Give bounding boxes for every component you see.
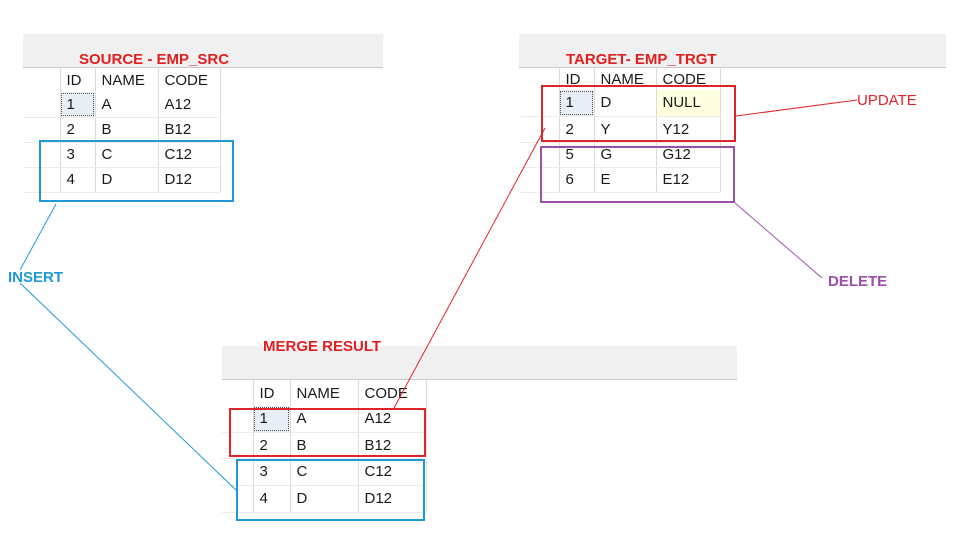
row-header-corner [222,380,254,406]
row-header[interactable] [519,167,560,193]
source-header-bar [23,34,383,68]
cell-name[interactable]: A [95,92,159,118]
table-row[interactable]: 1 D NULL [519,90,721,117]
cell-id[interactable]: 4 [60,167,96,193]
cell-name[interactable]: E [594,167,657,193]
column-header-code[interactable]: CODE [656,68,721,90]
table-row[interactable]: 3 C C12 [222,458,427,486]
cell-id[interactable]: 1 [253,406,291,433]
column-header-code[interactable]: CODE [158,68,221,92]
table-row[interactable]: 6 E E12 [519,167,721,193]
table-row[interactable]: 4 D D12 [23,167,221,193]
table-row[interactable]: 4 D D12 [222,485,427,513]
cell-id[interactable]: 3 [253,458,291,486]
delete-connector [734,202,823,279]
column-header-id[interactable]: ID [559,68,595,90]
cell-code[interactable]: B12 [158,117,221,143]
insert-connector-lower [19,282,237,491]
table-row[interactable]: 2 Y Y12 [519,116,721,143]
column-header-name[interactable]: NAME [95,68,159,92]
cell-name[interactable]: D [594,90,657,117]
cell-name[interactable]: D [95,167,159,193]
cell-code[interactable]: A12 [158,92,221,118]
update-connector-result [393,127,546,409]
result-grid: ID NAME CODE 1 A A12 2 B B12 3 C C12 4 D… [222,380,427,513]
column-header-code[interactable]: CODE [358,380,427,406]
source-grid: ID NAME CODE 1 A A12 2 B B12 3 C C12 4 D… [23,68,221,193]
cell-name[interactable]: A [290,406,359,433]
cell-code[interactable]: B12 [358,432,427,459]
cell-id[interactable]: 2 [253,432,291,459]
cell-name[interactable]: D [290,485,359,513]
row-header[interactable] [519,90,560,117]
cell-name[interactable]: C [95,142,159,168]
target-header-bar [519,34,946,68]
delete-highlight-box-target [540,146,735,203]
update-highlight-box-target [541,85,736,142]
cell-code[interactable]: A12 [358,406,427,433]
table-row[interactable]: 2 B B12 [222,432,427,459]
insert-label: INSERT [8,269,64,286]
result-title: MERGE RESULT [263,338,382,355]
cell-code[interactable]: E12 [656,167,721,193]
cell-id[interactable]: 6 [559,167,595,193]
row-header[interactable] [23,142,61,168]
insert-highlight-box-source [39,140,234,202]
delete-label: DELETE [828,273,888,290]
cell-id[interactable]: 3 [60,142,96,168]
row-header[interactable] [23,92,61,118]
cell-name[interactable]: Y [594,116,657,143]
cell-id[interactable]: 1 [559,90,595,117]
update-label: UPDATE [857,92,917,109]
row-header[interactable] [222,406,254,433]
cell-code[interactable]: Y12 [656,116,721,143]
row-header-corner [23,68,61,92]
column-header-name[interactable]: NAME [594,68,657,90]
result-header-bar [222,346,737,380]
target-title: TARGET- EMP_TRGT [566,51,717,68]
cell-id[interactable]: 2 [559,116,595,143]
cell-code[interactable]: D12 [158,167,221,193]
cell-name[interactable]: C [290,458,359,486]
cell-id[interactable]: 4 [253,485,291,513]
cell-code[interactable]: NULL [656,90,721,117]
update-highlight-box-result [229,408,426,457]
row-header[interactable] [23,167,61,193]
table-row[interactable]: 1 A A12 [23,92,221,118]
cell-code[interactable]: C12 [158,142,221,168]
insert-connector-upper [19,203,57,271]
row-header[interactable] [222,432,254,459]
table-row[interactable]: 3 C C12 [23,142,221,168]
table-row[interactable]: 1 A A12 [222,406,427,433]
cell-code[interactable]: D12 [358,485,427,513]
cell-id[interactable]: 1 [60,92,96,118]
update-connector-target [735,99,858,117]
table-row[interactable]: 2 B B12 [23,117,221,143]
column-header-id[interactable]: ID [253,380,291,406]
column-header-name[interactable]: NAME [290,380,359,406]
source-title: SOURCE - EMP_SRC [79,51,230,68]
cell-code[interactable]: C12 [358,458,427,486]
insert-highlight-box-result [236,459,425,521]
row-header[interactable] [23,117,61,143]
row-header-corner [519,68,560,90]
column-header-id[interactable]: ID [60,68,96,92]
cell-name[interactable]: B [95,117,159,143]
cell-name[interactable]: B [290,432,359,459]
